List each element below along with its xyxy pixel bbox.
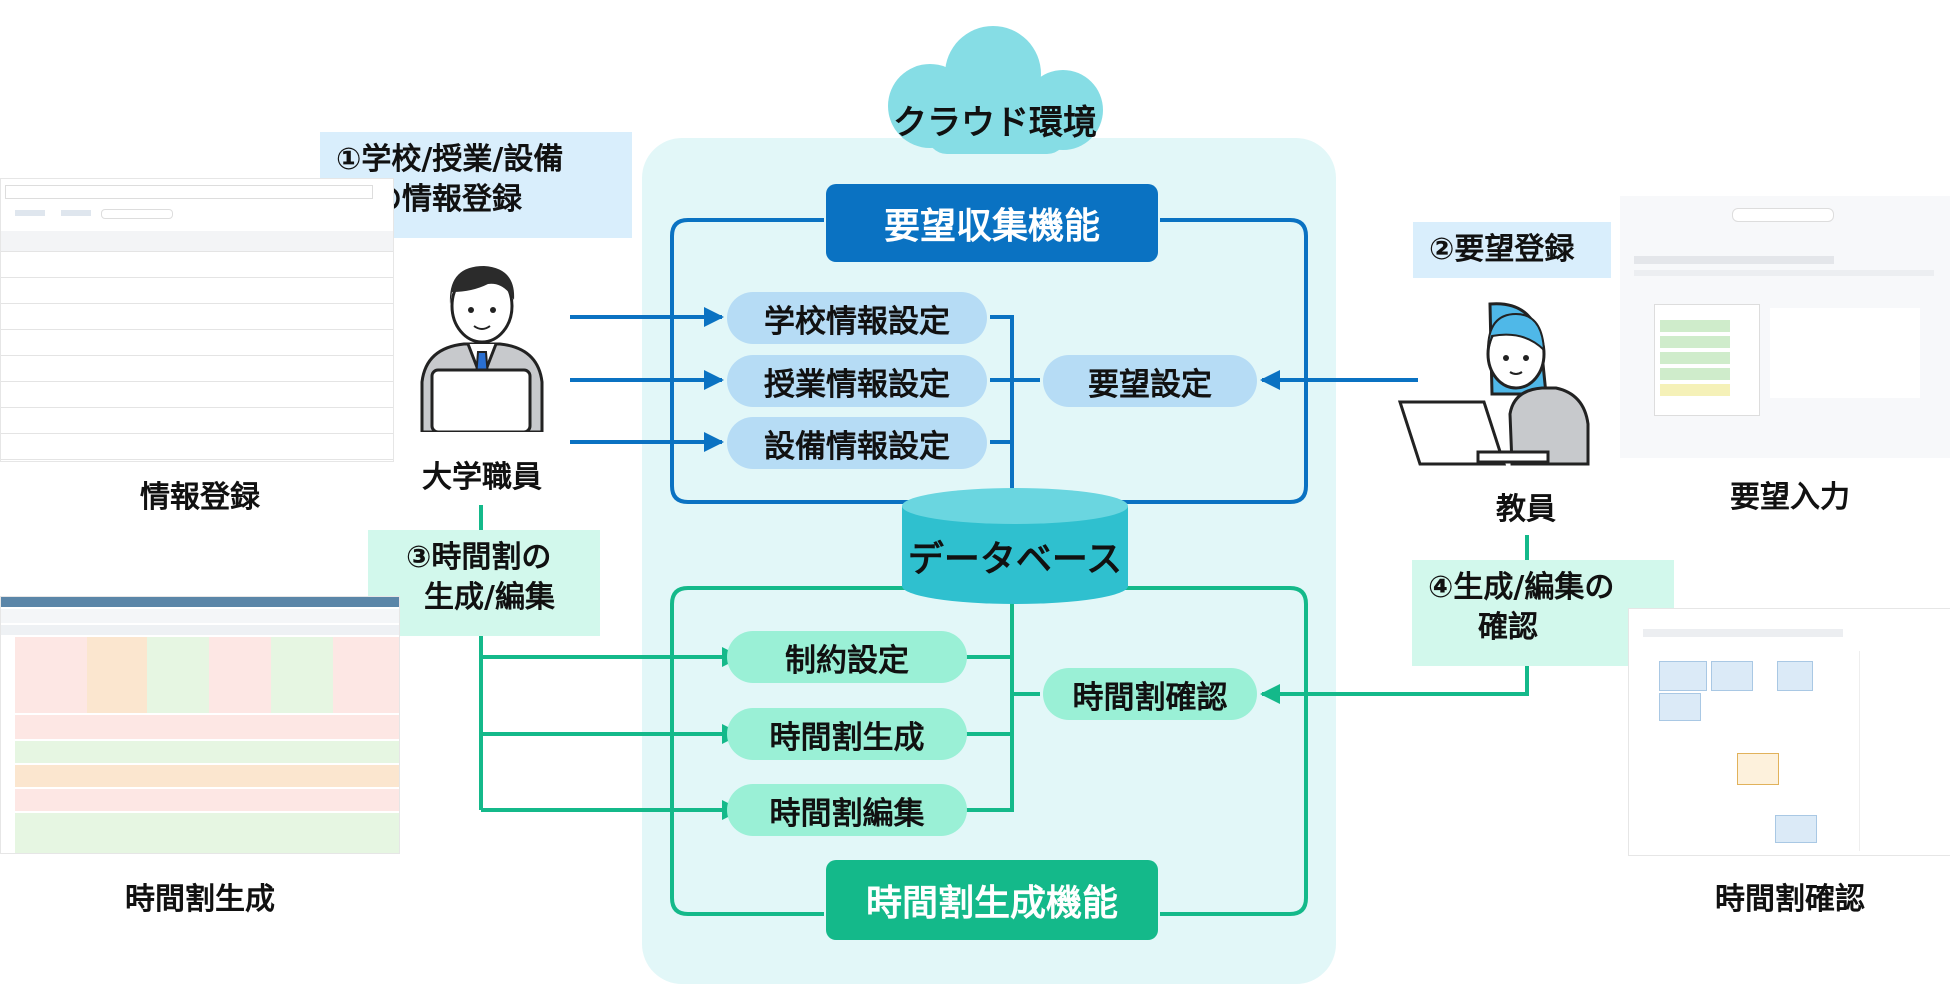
callout-confirmation: ④生成/編集の 確認 (1412, 560, 1674, 666)
facility-info-setting[interactable]: 設備情報設定 (727, 417, 987, 469)
constraint-setting[interactable]: 制約設定 (727, 631, 967, 683)
timetable-editing[interactable]: 時間割編集 (727, 784, 967, 836)
timetable-check-caption: 時間割確認 (1715, 882, 1865, 917)
timetable-generation-screenshot (0, 596, 400, 854)
teacher-person-icon (1397, 302, 1590, 466)
info-registration-screenshot (0, 178, 394, 462)
cloud-label: クラウド環境 (893, 103, 1097, 143)
timetable-confirm[interactable]: 時間割確認 (1043, 668, 1257, 720)
callout-timetable-edit: ③時間割の 生成/編集 (368, 530, 600, 636)
callout-4-line2: 確認 (1478, 610, 1538, 645)
class-info-setting[interactable]: 授業情報設定 (727, 355, 987, 407)
callout-2-text: ②要望登録 (1429, 232, 1575, 267)
staff-label: 大学職員 (422, 460, 542, 495)
timetable-generation[interactable]: 時間割生成 (727, 708, 967, 760)
timetable-generation-caption: 時間割生成 (125, 882, 275, 917)
staff-person-icon (420, 266, 544, 432)
callout-1-line2: の情報登録 (372, 182, 522, 217)
info-registration-caption: 情報登録 (140, 480, 260, 515)
timetable-function-header: 時間割生成機能 (826, 860, 1158, 940)
callout-3-line1: ③時間割の (406, 540, 552, 575)
callout-request-registration: ②要望登録 (1413, 222, 1611, 278)
callout-1-line1: ①学校/授業/設備 (336, 142, 564, 177)
request-input-caption: 要望入力 (1730, 480, 1850, 515)
callout-4-line1: ④生成/編集の (1428, 570, 1615, 605)
callout-3-line2: 生成/編集 (424, 580, 555, 615)
teacher-label: 教員 (1496, 492, 1556, 527)
database-icon (902, 488, 1128, 604)
request-input-screenshot (1620, 196, 1950, 458)
request-setting[interactable]: 要望設定 (1043, 355, 1257, 407)
cloud-icon (888, 26, 1103, 154)
school-info-setting[interactable]: 学校情報設定 (727, 292, 987, 344)
database-label: データベース (907, 539, 1123, 580)
timetable-check-screenshot (1628, 608, 1950, 856)
request-function-header: 要望収集機能 (826, 184, 1158, 262)
